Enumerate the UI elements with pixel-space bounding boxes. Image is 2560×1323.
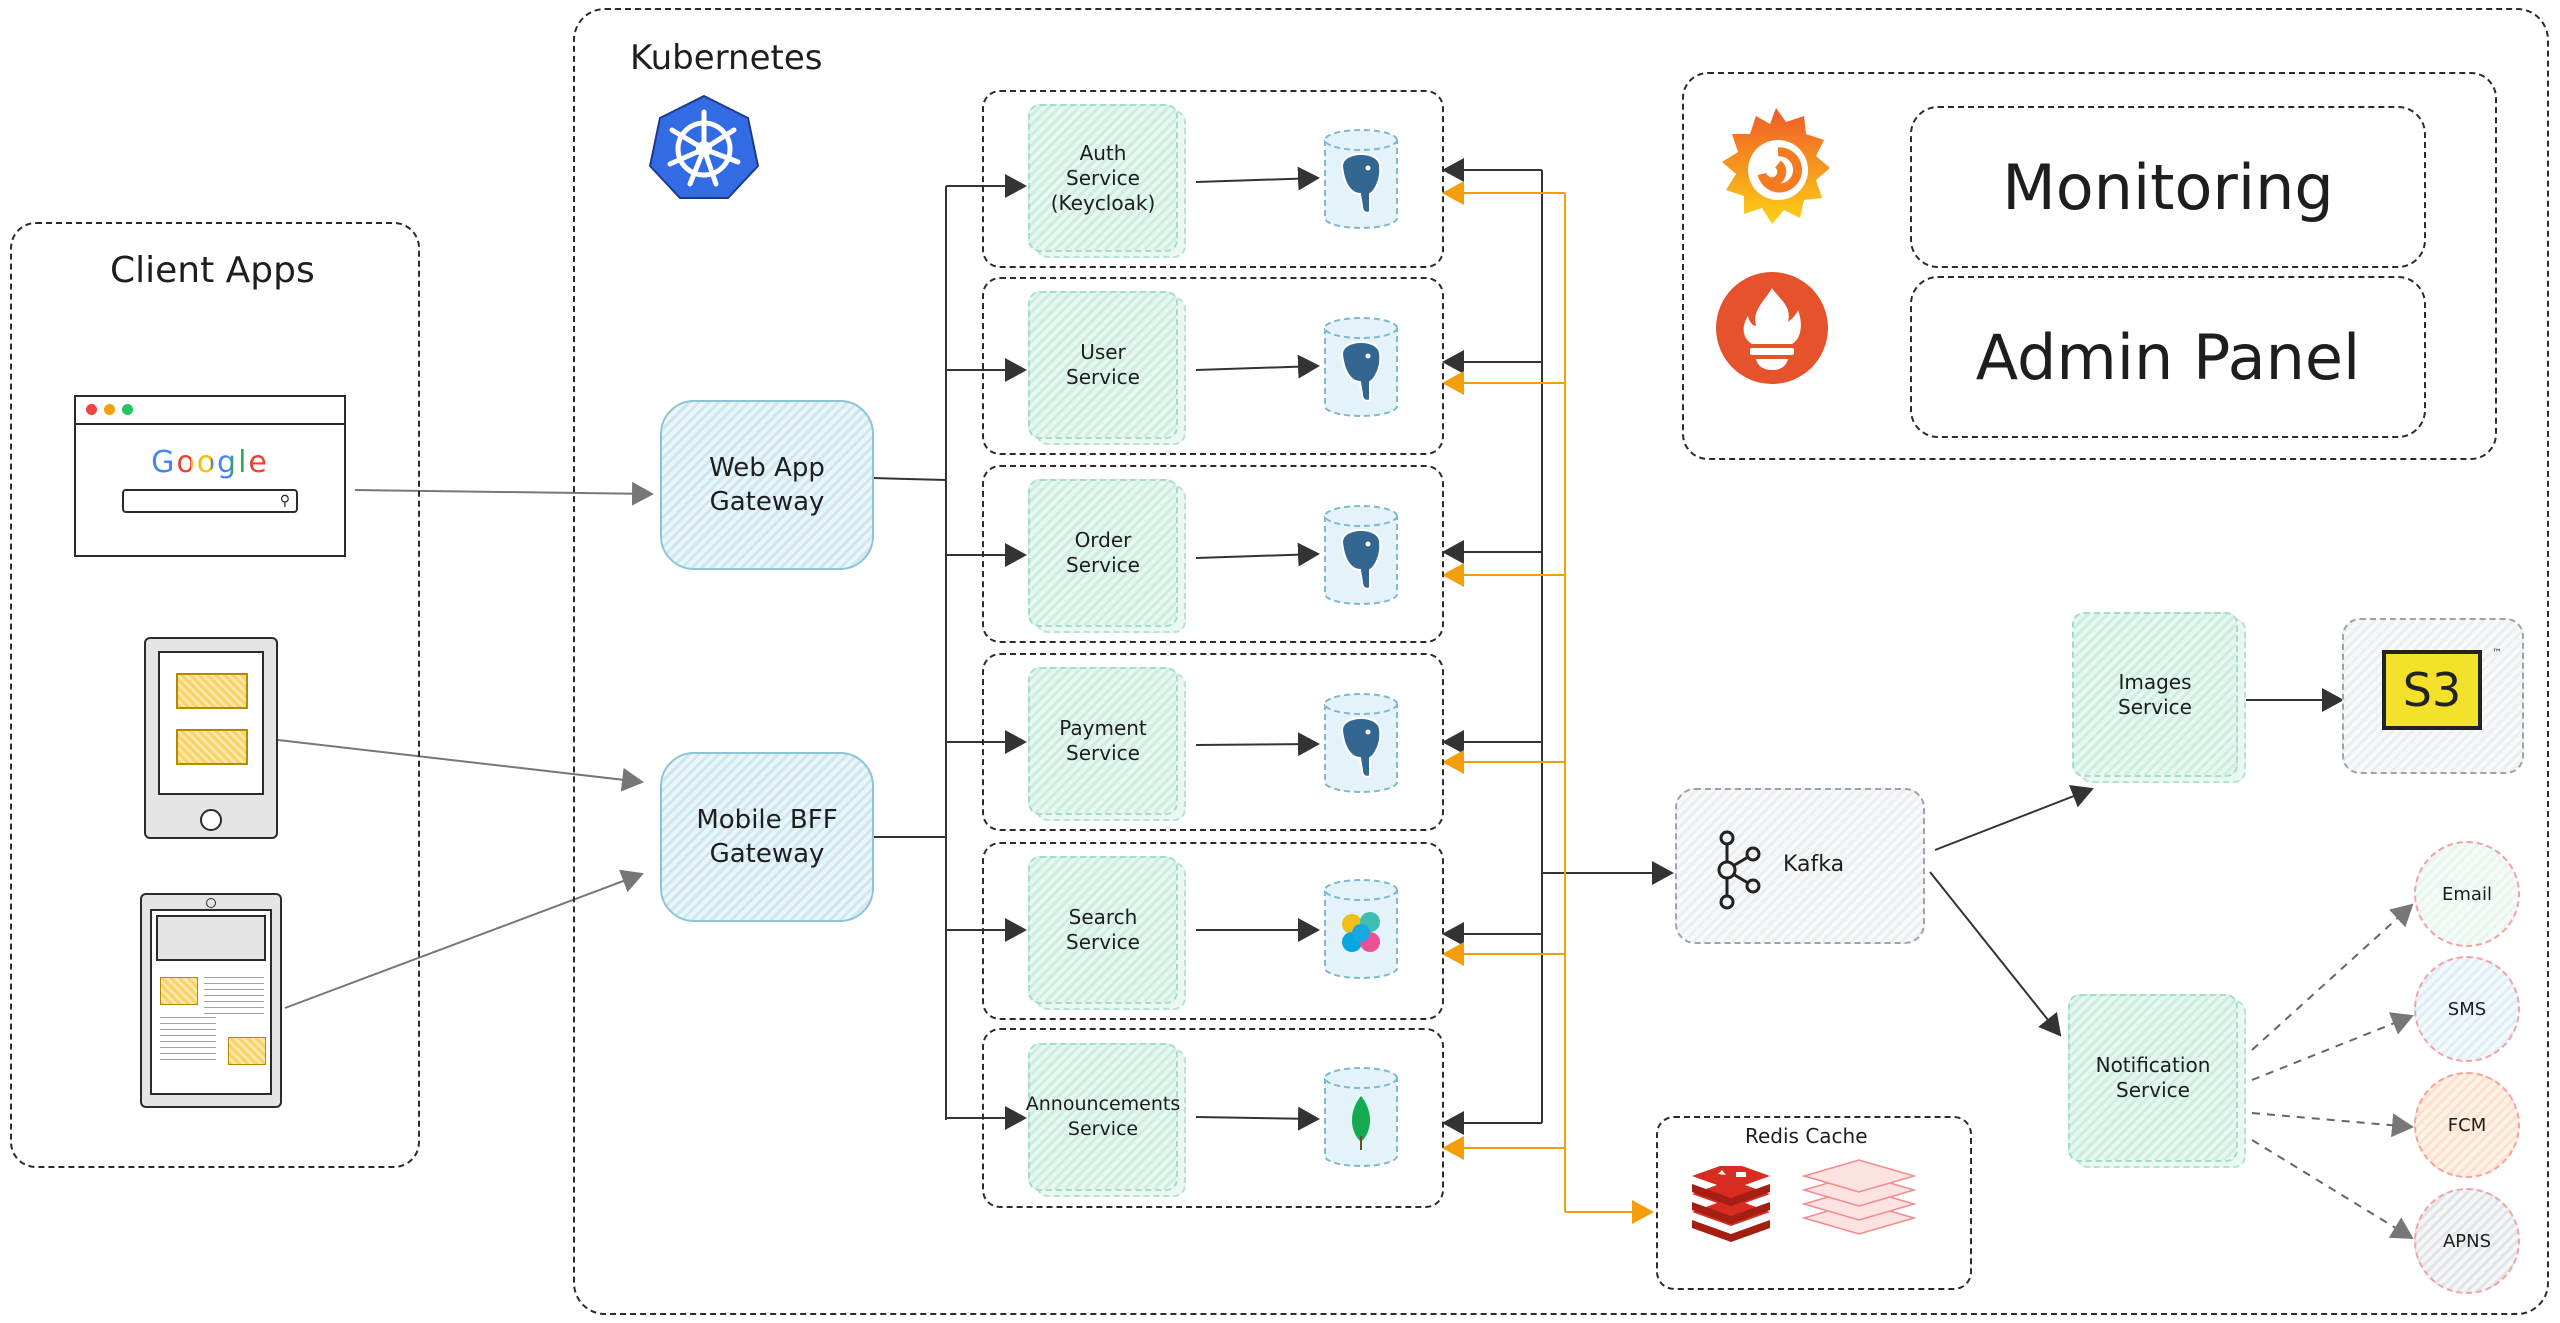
grafana-icon [1722, 108, 1830, 224]
kafka-label: Kafka [1783, 852, 1845, 877]
payment-service-label: Payment Service [1028, 667, 1178, 815]
redis-icon [1692, 1162, 1770, 1242]
postgres-icon [1340, 341, 1382, 402]
email-label: Email [2442, 883, 2492, 905]
service-group-user [982, 277, 1444, 455]
order-db [1322, 504, 1400, 606]
prometheus-logo [1714, 270, 1830, 386]
monitoring-label: Monitoring [2002, 150, 2334, 224]
search-service-label: Search Service [1028, 856, 1178, 1004]
monitoring-panel[interactable]: Monitoring [1910, 106, 2426, 268]
auth-db [1322, 128, 1400, 230]
notification-service[interactable]: Notification Service [2068, 994, 2248, 1172]
fcm-channel[interactable]: FCM [2414, 1072, 2520, 1178]
mobile-bff-gateway[interactable]: Mobile BFF Gateway [660, 752, 874, 922]
phone-screen [158, 651, 264, 795]
service-group-announcements [982, 1028, 1444, 1208]
postgres-icon [1340, 153, 1382, 214]
kubernetes-helm-icon [648, 94, 760, 199]
redis-cache-title: Redis Cache [1745, 1124, 1868, 1148]
s3-label: S3 [2402, 663, 2462, 717]
tablet-camera [206, 898, 216, 908]
tablet-text-right [204, 977, 264, 1017]
tablet-screen [150, 909, 272, 1095]
images-service-label: Images Service [2072, 612, 2238, 777]
kafka-icon [1717, 830, 1761, 910]
announcements-service-label: Announcements Service [1026, 1043, 1180, 1191]
kafka-node[interactable]: Kafka [1675, 788, 1925, 944]
tablet-image-left [160, 977, 198, 1005]
client-apps-frame [10, 222, 420, 1168]
kubernetes-logo [648, 92, 760, 202]
google-logo: Google [76, 445, 344, 480]
browser-window: Google ⚲ [74, 395, 346, 557]
auth-service[interactable]: Auth Service (Keycloak) [1028, 104, 1188, 259]
order-service[interactable]: Order Service [1028, 479, 1188, 634]
maximize-dot-icon [122, 404, 133, 415]
user-db [1322, 316, 1400, 418]
fcm-label: FCM [2447, 1114, 2487, 1136]
tablet-image-right [228, 1037, 266, 1065]
prometheus-icon [1716, 272, 1828, 384]
grafana-logo [1712, 102, 1840, 230]
monitoring-frame [1682, 72, 2497, 460]
mongodb-icon [1351, 1096, 1371, 1150]
admin-panel-label: Admin Panel [1975, 320, 2361, 394]
service-group-order [982, 465, 1444, 643]
service-group-search [982, 842, 1444, 1020]
tablet-header-block [156, 915, 266, 961]
tablet-text-left [160, 1017, 216, 1063]
admin-panel[interactable]: Admin Panel [1910, 276, 2426, 438]
elasticsearch-icon [1342, 912, 1380, 952]
minimize-dot-icon [104, 404, 115, 415]
payment-service[interactable]: Payment Service [1028, 667, 1188, 822]
phone-card-bottom [176, 729, 248, 765]
user-service-label: User Service [1028, 291, 1178, 439]
search-db [1322, 878, 1400, 980]
client-apps-title: Client Apps [110, 250, 315, 291]
announcements-db [1322, 1066, 1400, 1168]
announcements-service[interactable]: Announcements Service [1026, 1043, 1188, 1198]
service-group-payment [982, 653, 1444, 831]
cache-layers-icon [1801, 1159, 1917, 1235]
phone-home-button [200, 809, 222, 831]
apns-label: APNS [2442, 1230, 2492, 1252]
tablet-device [140, 893, 282, 1108]
postgres-icon [1340, 717, 1382, 778]
close-dot-icon [86, 404, 97, 415]
sms-label: SMS [2447, 998, 2487, 1020]
notification-service-label: Notification Service [2068, 994, 2238, 1162]
user-service[interactable]: User Service [1028, 291, 1188, 446]
redis-cache-frame [1656, 1116, 1972, 1290]
images-service[interactable]: Images Service [2072, 612, 2247, 788]
sms-channel[interactable]: SMS [2414, 956, 2520, 1062]
phone-card-top [176, 673, 248, 709]
cache-layers [1800, 1158, 1918, 1238]
email-channel[interactable]: Email [2414, 841, 2520, 947]
trademark-mark: ™ [2492, 648, 2502, 659]
auth-service-label: Auth Service (Keycloak) [1028, 104, 1178, 252]
web-app-gateway[interactable]: Web App Gateway [660, 400, 874, 570]
search-service[interactable]: Search Service [1028, 856, 1188, 1011]
payment-db [1322, 692, 1400, 794]
google-logo-text: Google [151, 445, 269, 480]
kubernetes-title: Kubernetes [630, 38, 823, 78]
s3-logo: S3 [2382, 650, 2482, 730]
redis-logo [1688, 1162, 1774, 1242]
search-icon: ⚲ [279, 493, 290, 509]
apns-channel[interactable]: APNS [2414, 1188, 2520, 1294]
order-service-label: Order Service [1028, 479, 1178, 627]
kubernetes-frame [573, 8, 2549, 1315]
postgres-icon [1340, 529, 1382, 590]
phone-device [144, 637, 278, 839]
search-bar: ⚲ [122, 489, 298, 513]
service-group-auth [982, 90, 1444, 268]
browser-titlebar [76, 397, 344, 425]
s3-bucket[interactable]: S3 ™ [2342, 618, 2524, 774]
